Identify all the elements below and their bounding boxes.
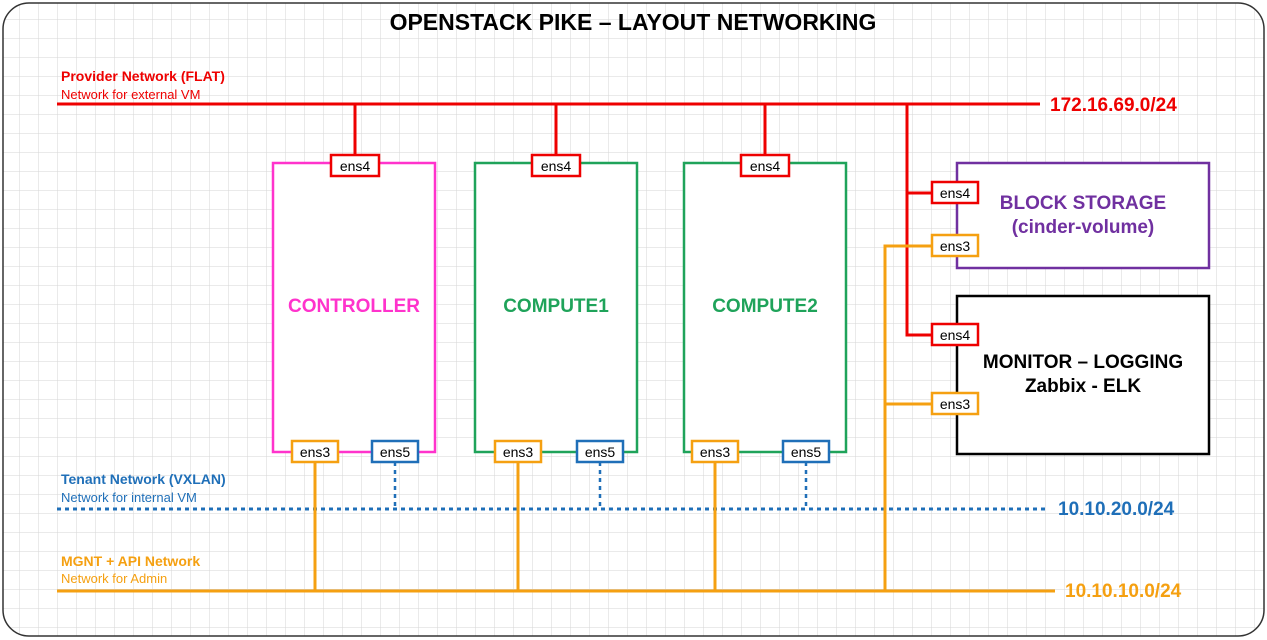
- compute2-box: [682, 161, 848, 454]
- block-storage-node: BLOCK STORAGE (cinder-volume) ens4 ens3: [930, 161, 1211, 270]
- provider-network: Provider Network (FLAT) Network for exte…: [57, 68, 1177, 337]
- provider-network-cidr: 172.16.69.0/24: [1050, 95, 1177, 116]
- controller-ens5-port: [370, 439, 420, 464]
- provider-network-desc: Network for external VM: [61, 87, 200, 102]
- monitor-label-line2: Zabbix - ELK: [1025, 376, 1141, 397]
- mgmt-network: MGNT + API Network Network for Admin 10.…: [57, 244, 1182, 602]
- block-storage-label-line1: BLOCK STORAGE: [1000, 193, 1166, 214]
- monitor-ens3-port: [930, 391, 980, 416]
- controller-ens5-label: ens5: [380, 444, 411, 460]
- controller-node: CONTROLLER ens4 ens3 ens5: [271, 153, 437, 464]
- controller-ens4-port: [329, 153, 381, 178]
- monitor-node: MONITOR – LOGGING Zabbix - ELK ens4 ens3: [930, 294, 1211, 456]
- mgmt-network-cidr: 10.10.10.0/24: [1065, 581, 1182, 602]
- block-storage-ens4-port: [930, 180, 980, 205]
- block-storage-ens3-port: [930, 233, 980, 258]
- diagram-title: OPENSTACK PIKE – LAYOUT NETWORKING: [390, 9, 877, 35]
- controller-ens3-port: [290, 439, 340, 464]
- compute1-ens3-label: ens3: [503, 444, 534, 460]
- controller-ens3-label: ens3: [300, 444, 331, 460]
- compute2-ens3-port: [690, 439, 740, 464]
- compute1-node: COMPUTE1 ens4 ens3 ens5: [473, 153, 639, 464]
- compute1-ens5-label: ens5: [585, 444, 616, 460]
- block-storage-label-line2: (cinder-volume): [1012, 217, 1155, 238]
- compute2-ens5-label: ens5: [791, 444, 822, 460]
- monitor-ens3-label: ens3: [940, 396, 971, 412]
- monitor-label-line1: MONITOR – LOGGING: [983, 352, 1183, 373]
- tenant-network-name: Tenant Network (VXLAN): [61, 471, 226, 487]
- tenant-network: Tenant Network (VXLAN) Network for inter…: [57, 462, 1175, 520]
- compute1-ens4-port: [530, 153, 582, 178]
- controller-label: CONTROLLER: [288, 296, 420, 317]
- monitor-box: [955, 294, 1211, 456]
- compute1-ens3-port: [493, 439, 543, 464]
- provider-network-name: Provider Network (FLAT): [61, 68, 225, 84]
- block-storage-box: [955, 161, 1211, 270]
- tenant-network-desc: Network for internal VM: [61, 490, 197, 505]
- monitor-ens4-label: ens4: [940, 327, 971, 343]
- monitor-ens4-port: [930, 322, 980, 347]
- controller-ens4-label: ens4: [340, 158, 371, 174]
- compute1-box: [473, 161, 639, 454]
- block-storage-ens3-label: ens3: [940, 238, 971, 254]
- mgmt-network-desc: Network for Admin: [61, 571, 167, 586]
- compute2-ens4-port: [739, 153, 791, 178]
- compute2-node: COMPUTE2 ens4 ens3 ens5: [682, 153, 848, 464]
- provider-link-monitor: [905, 190, 932, 337]
- block-storage-ens4-label: ens4: [940, 185, 971, 201]
- compute2-ens4-label: ens4: [750, 158, 781, 174]
- mgmt-network-name: MGNT + API Network: [61, 553, 200, 569]
- compute1-label: COMPUTE1: [503, 296, 609, 317]
- controller-box: [271, 161, 437, 454]
- compute2-ens5-port: [781, 439, 831, 464]
- compute2-ens3-label: ens3: [700, 444, 731, 460]
- compute1-ens5-port: [575, 439, 625, 464]
- compute2-label: COMPUTE2: [712, 296, 818, 317]
- mgmt-link-block-storage: [883, 244, 932, 591]
- compute1-ens4-label: ens4: [541, 158, 572, 174]
- tenant-network-cidr: 10.10.20.0/24: [1058, 499, 1175, 520]
